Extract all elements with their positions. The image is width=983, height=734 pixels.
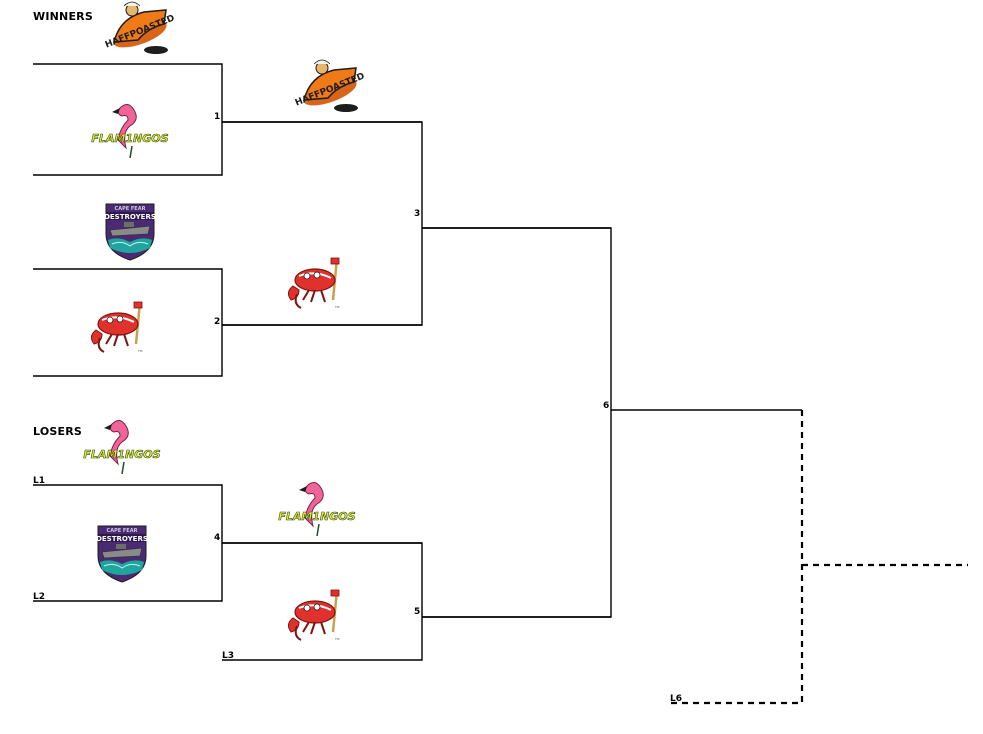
destroyers-logo: [103, 203, 157, 261]
game-number-3: 3: [414, 209, 420, 219]
game-number-5: 5: [414, 607, 420, 617]
flamingos-logo: [90, 103, 170, 159]
if-necessary-bracket-line: [670, 410, 804, 705]
game-3-bracket-line: [222, 121, 423, 326]
game-number-2: 2: [214, 317, 220, 327]
haffpoasted-logo: [103, 1, 177, 55]
loser-slot-l3: L3: [222, 651, 234, 661]
loser-slot-l2: L2: [33, 592, 45, 602]
lobster-logo: [90, 300, 145, 355]
game-number-6: 6: [603, 401, 609, 411]
winners-header: WINNERS: [33, 10, 93, 23]
game-1-bracket-line: [33, 63, 223, 176]
lobster-logo: [287, 256, 342, 311]
haffpoasted-logo: [293, 59, 367, 113]
loser-slot-l1: L1: [33, 476, 45, 486]
game-number-1: 1: [214, 112, 220, 122]
game-5-bracket-line: [222, 542, 423, 661]
destroyers-logo: [95, 525, 149, 583]
losers-header: LOSERS: [33, 425, 82, 438]
flamingos-logo: [277, 481, 357, 537]
game-number-4: 4: [214, 533, 220, 543]
loser-slot-l6: L6: [670, 694, 682, 704]
flamingos-logo: [82, 419, 162, 475]
game-6-bracket-line: [422, 227, 612, 618]
lobster-logo: [287, 588, 342, 643]
game-2-bracket-line: [33, 268, 223, 377]
